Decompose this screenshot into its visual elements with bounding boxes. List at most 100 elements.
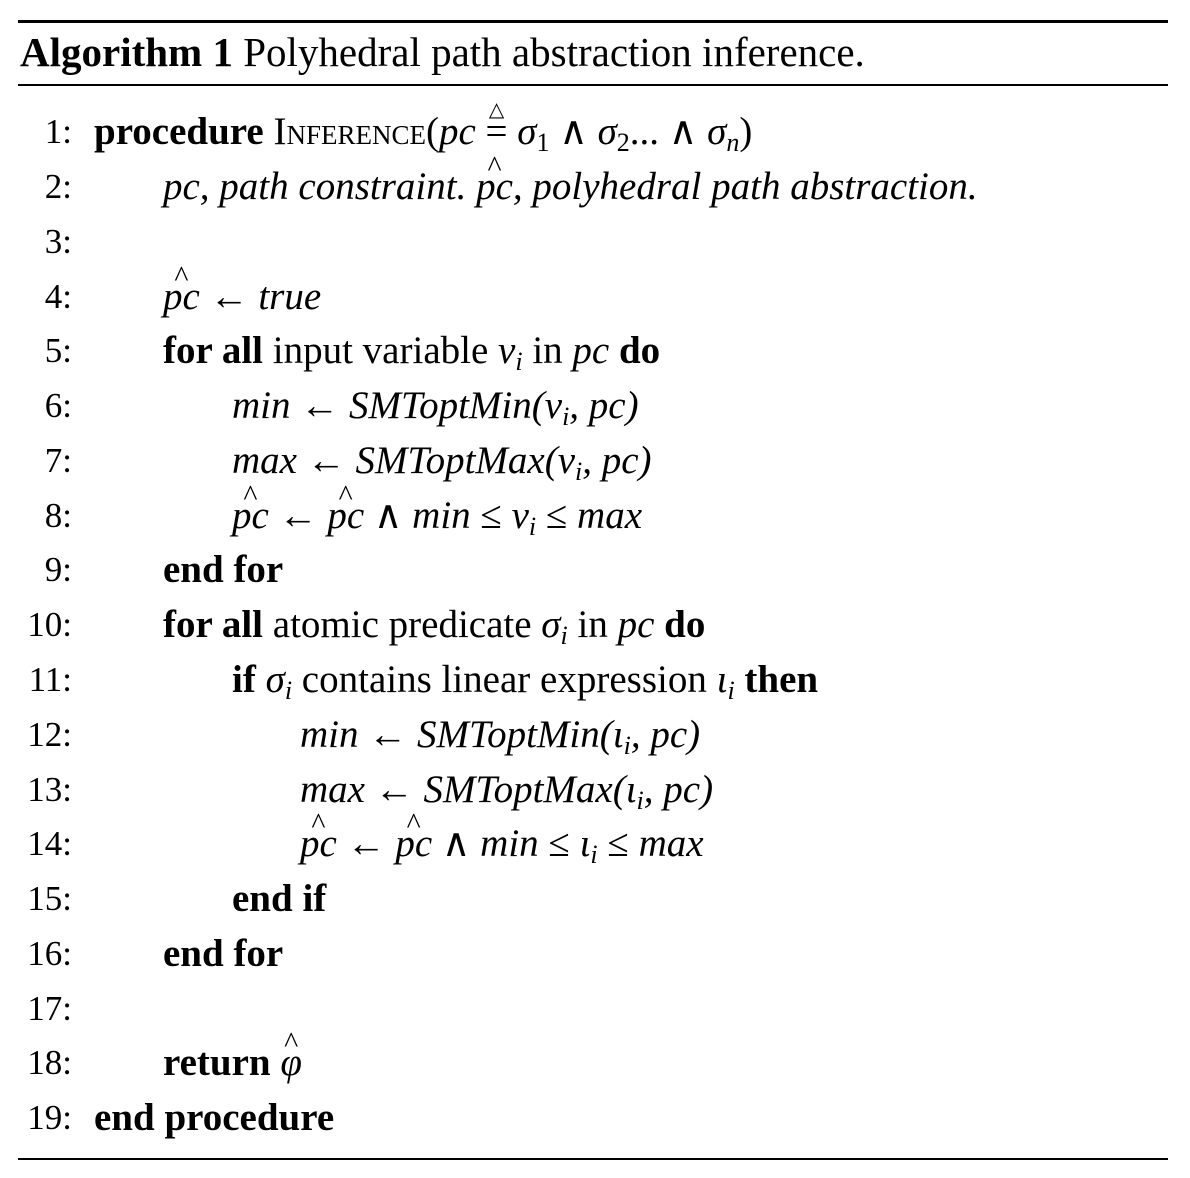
var-min: min bbox=[480, 822, 539, 865]
line-code: pc ← pc ∧ min ≤ vi ≤ max bbox=[232, 489, 642, 543]
line-code: pc ← pc ∧ min ≤ ιi ≤ max bbox=[300, 817, 704, 871]
var-phi-hat: φ bbox=[280, 1036, 302, 1090]
text-in: in bbox=[532, 329, 563, 372]
var-pc-hat: pc bbox=[232, 489, 269, 543]
var-pc: pc bbox=[572, 329, 610, 372]
line-code: for all input variable vi in pc do bbox=[163, 324, 660, 378]
var-pc: pc bbox=[438, 110, 476, 153]
var-min: min bbox=[300, 713, 359, 756]
algorithm-line-8: 8: pc ← pc ∧ min ≤ vi ≤ max bbox=[0, 489, 1190, 543]
var-sigma: σ bbox=[265, 658, 285, 701]
arg-pc: , pc) bbox=[569, 384, 639, 427]
bottom-rule bbox=[18, 1158, 1168, 1160]
var-max: max bbox=[300, 768, 365, 811]
arg-pc: , pc) bbox=[630, 713, 701, 756]
keyword-end-for: end for bbox=[163, 932, 284, 975]
text-atomic-predicate: atomic predicate bbox=[272, 603, 532, 646]
var-pc-hat: pc bbox=[395, 817, 432, 871]
subscript: i bbox=[727, 676, 735, 705]
var-pc-hat: pc bbox=[476, 160, 513, 214]
line-code: min ← SMToptMin(vi, pc) bbox=[232, 379, 639, 433]
algorithm-line-17: 17: bbox=[0, 982, 1190, 1036]
op-assign: ← bbox=[300, 384, 340, 427]
algorithm-line-16: 16: end for bbox=[0, 927, 1190, 981]
keyword-end-procedure: end procedure bbox=[94, 1096, 335, 1139]
line-number: 4: bbox=[44, 277, 72, 316]
op-and: ∧ bbox=[668, 110, 698, 153]
line-code: pc, path constraint. pc, polyhedral path… bbox=[163, 160, 978, 214]
algorithm-line-7: 7: max ← SMToptMax(vi, pc) bbox=[0, 434, 1190, 488]
algorithm-line-18: 18: return φ bbox=[0, 1036, 1190, 1090]
algorithm-line-11: 11: if σi contains linear expression ιi … bbox=[0, 653, 1190, 707]
op-leq: ≤ bbox=[545, 494, 568, 537]
op-and: ∧ bbox=[559, 110, 588, 153]
arg-pc: , pc) bbox=[643, 768, 714, 811]
algorithm-line-2: 2: pc, path constraint. pc, polyhedral p… bbox=[0, 160, 1190, 214]
line-number: 9: bbox=[44, 550, 72, 589]
var-v: v bbox=[544, 384, 563, 427]
line-code: min ← SMToptMin(ιi, pc) bbox=[300, 708, 700, 762]
caption-label: Algorithm 1 bbox=[20, 29, 233, 75]
keyword-do: do bbox=[618, 329, 661, 372]
var-pc-hat: pc bbox=[163, 270, 200, 324]
top-rule bbox=[18, 20, 1168, 23]
keyword-do: do bbox=[664, 603, 706, 646]
line-number: 2: bbox=[44, 167, 72, 206]
var-max: max bbox=[638, 822, 704, 865]
keyword-if: if bbox=[232, 658, 256, 701]
line-code: pc ← true bbox=[163, 270, 321, 324]
text-in: in bbox=[577, 603, 608, 646]
var-v: v bbox=[511, 494, 529, 537]
value-true: true bbox=[258, 275, 322, 318]
line-code: procedure Inference(pc △= σ1 ∧ σ2... ∧ σ… bbox=[94, 99, 753, 159]
line-number: 14: bbox=[27, 824, 72, 863]
op-assign: ← bbox=[368, 713, 408, 756]
op-assign: ← bbox=[346, 822, 386, 865]
paren-open: ( bbox=[425, 110, 439, 153]
algorithm-line-10: 10: for all atomic predicate σi in pc do bbox=[0, 598, 1190, 652]
func-smtoptmax: SMToptMax( bbox=[355, 439, 558, 482]
op-and: ∧ bbox=[373, 494, 403, 537]
keyword-end-for: end for bbox=[163, 548, 284, 591]
line-number: 16: bbox=[27, 934, 72, 973]
line-number: 7: bbox=[44, 441, 72, 480]
var-v: v bbox=[557, 439, 576, 482]
var-min: min bbox=[412, 494, 471, 537]
line-code: max ← SMToptMax(ιi, pc) bbox=[300, 763, 713, 817]
comment-text: , polyhedral path abstraction. bbox=[512, 165, 978, 208]
line-number: 12: bbox=[27, 715, 72, 754]
line-number: 10: bbox=[27, 605, 72, 644]
op-leq: ≤ bbox=[607, 822, 629, 865]
keyword-for-all: for all bbox=[163, 329, 264, 372]
line-number: 1: bbox=[44, 112, 72, 151]
comment-text: pc, path constraint. bbox=[163, 165, 467, 208]
algorithm-line-6: 6: min ← SMToptMin(vi, pc) bbox=[0, 379, 1190, 433]
subscript: i bbox=[515, 347, 523, 376]
op-leq: ≤ bbox=[480, 494, 502, 537]
keyword-procedure: procedure bbox=[94, 110, 264, 153]
line-number: 17: bbox=[27, 989, 72, 1028]
var-sigma: σ bbox=[597, 110, 617, 153]
subscript: 2 bbox=[616, 128, 630, 157]
var-max: max bbox=[232, 439, 297, 482]
subscript: i bbox=[590, 840, 598, 869]
algorithm-line-3: 3: bbox=[0, 215, 1190, 269]
keyword-end-if: end if bbox=[232, 877, 327, 920]
keyword-return: return bbox=[163, 1041, 271, 1084]
subscript: i bbox=[575, 457, 583, 486]
line-number: 11: bbox=[28, 660, 72, 699]
subscript: i bbox=[636, 786, 644, 815]
line-number: 5: bbox=[44, 331, 72, 370]
line-code: if σi contains linear expression ιi then bbox=[232, 653, 818, 707]
line-number: 8: bbox=[44, 496, 72, 535]
line-code: return φ bbox=[163, 1036, 302, 1090]
ellipsis: ... bbox=[629, 110, 660, 153]
var-sigma: σ bbox=[541, 603, 561, 646]
var-v: v bbox=[498, 329, 516, 372]
algorithm-line-1: 1: procedure Inference(pc △= σ1 ∧ σ2... … bbox=[0, 99, 1190, 159]
text-input-variable: input variable bbox=[272, 329, 489, 372]
func-smtoptmin: SMToptMin( bbox=[349, 384, 545, 427]
line-number: 18: bbox=[27, 1043, 72, 1082]
algorithm-line-9: 9: end for bbox=[0, 543, 1190, 597]
paren-close: ) bbox=[739, 110, 753, 153]
